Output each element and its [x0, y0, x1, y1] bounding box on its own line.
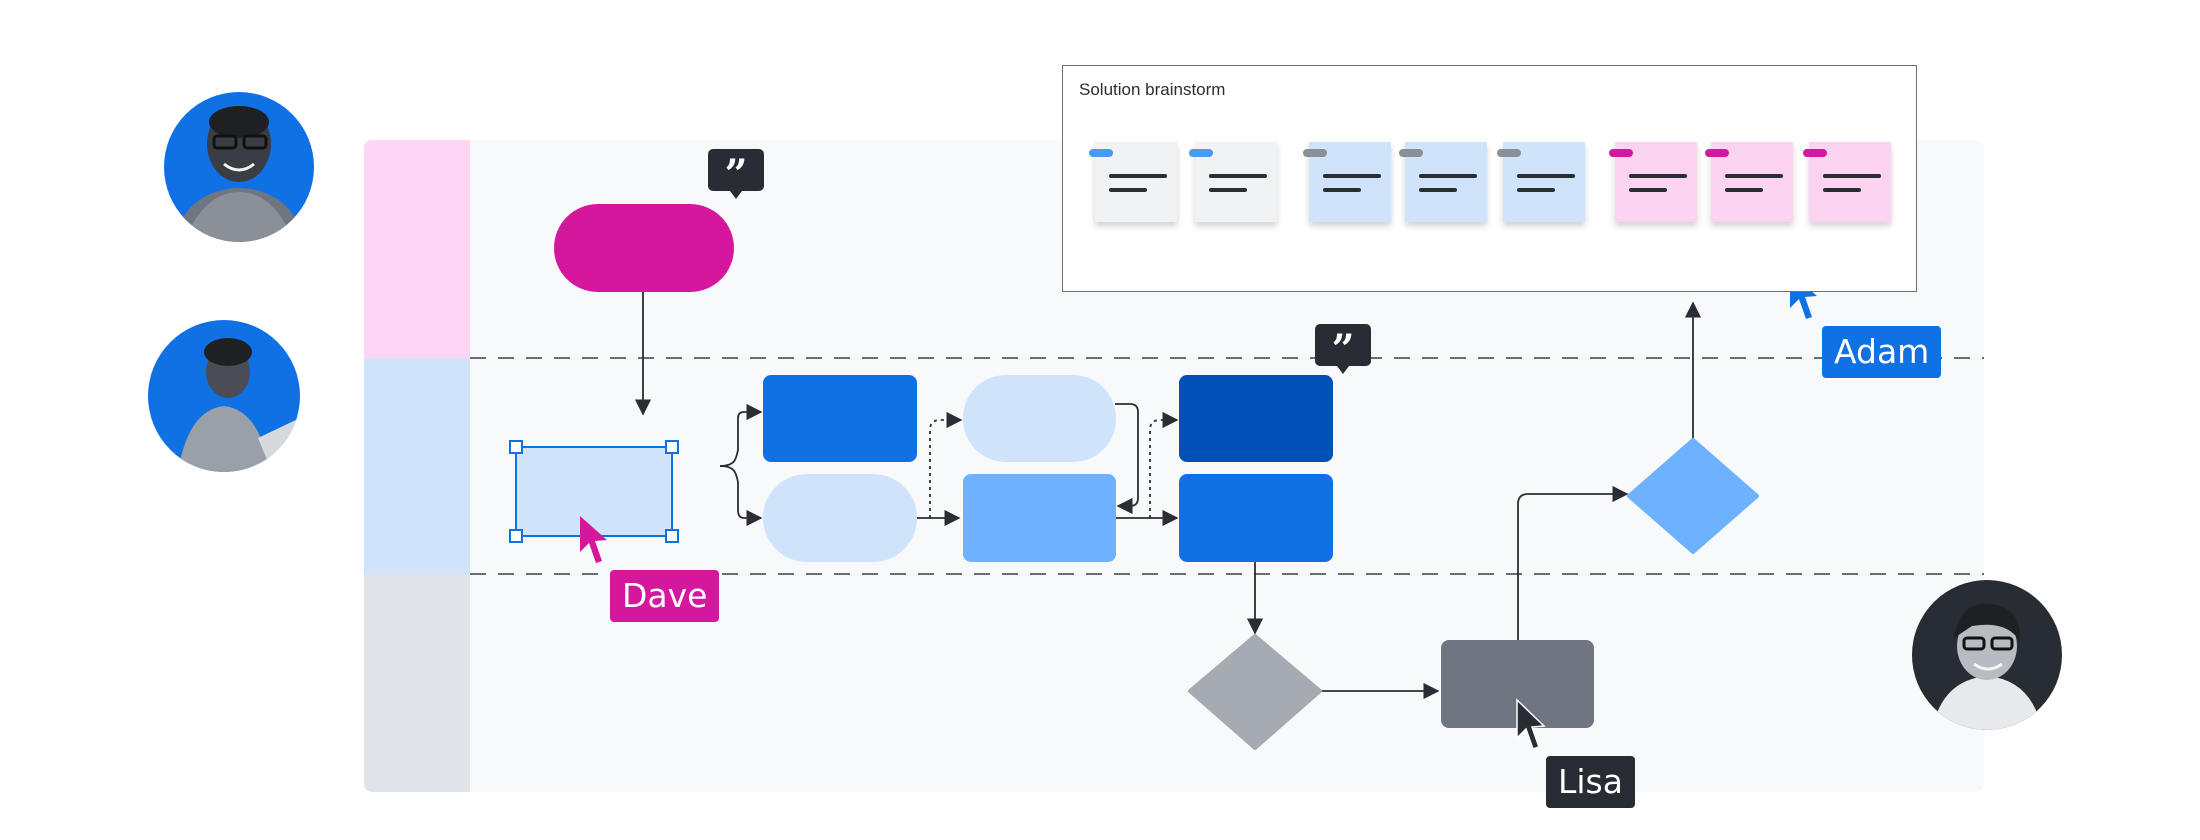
sticky-tag [1705, 149, 1729, 157]
decision-diamond-shape[interactable] [1188, 634, 1322, 750]
process-shape[interactable] [1179, 474, 1333, 562]
quote-bubble-icon[interactable]: ” [1315, 324, 1371, 374]
sticky-note[interactable] [1705, 142, 1793, 222]
dave-pointer-arrow-icon [580, 516, 607, 563]
adam-cursor-label: Adam [1822, 326, 1942, 378]
avatar-user-3 [1912, 580, 2062, 730]
sticky-tag [1497, 149, 1521, 157]
connector [1517, 485, 1629, 640]
connectors [634, 292, 1702, 700]
process-shape[interactable] [963, 474, 1116, 562]
process-shape[interactable] [1441, 640, 1594, 728]
sticky-note[interactable] [1497, 142, 1585, 222]
start-terminal-shape[interactable] [554, 204, 734, 292]
lisa-pointer-arrow-icon [1516, 698, 1546, 750]
sticky-note[interactable] [1189, 142, 1277, 222]
sticky-note[interactable] [1803, 142, 1891, 222]
sticky-tag [1189, 149, 1213, 157]
sticky-tag [1399, 149, 1423, 157]
board-background [364, 140, 1984, 792]
solution-brainstorm-panel[interactable]: Solution brainstorm [1062, 65, 1917, 292]
terminal-shape[interactable] [763, 474, 917, 562]
sticky-tag [1303, 149, 1327, 157]
quote-bubble-icon[interactable]: ” [708, 149, 764, 199]
sticky-tag [1803, 149, 1827, 157]
selection-handle [665, 440, 679, 454]
svg-text:”: ” [724, 151, 747, 198]
avatar-user-2 [148, 320, 300, 472]
connector [719, 465, 763, 527]
lane-strip-pink [364, 140, 470, 358]
connector [1115, 403, 1139, 515]
sticky-note[interactable] [1089, 142, 1177, 222]
terminal-shape[interactable] [963, 375, 1116, 462]
svg-text:”: ” [1331, 326, 1354, 373]
sticky-note[interactable] [1399, 142, 1487, 222]
panel-title: Solution brainstorm [1079, 80, 1226, 99]
lisa-cursor-label: Lisa [1546, 756, 1635, 808]
decision-diamond-shape[interactable] [1627, 438, 1759, 554]
lane-strip-gray [364, 574, 470, 792]
selection-handle [509, 440, 523, 454]
selection-handle [509, 529, 523, 543]
selection-handle [665, 529, 679, 543]
sticky-tag [1609, 149, 1633, 157]
sticky-tag [1089, 149, 1113, 157]
lane-strip-blue [364, 358, 470, 574]
process-shape[interactable] [763, 375, 917, 462]
sticky-note[interactable] [1303, 142, 1391, 222]
dave-cursor-label: Dave [610, 570, 720, 622]
process-shape[interactable] [1179, 375, 1333, 462]
sticky-note[interactable] [1609, 142, 1697, 222]
selected-process-shape[interactable] [509, 440, 679, 543]
avatar-user-1 [164, 92, 314, 242]
connector [719, 403, 763, 467]
